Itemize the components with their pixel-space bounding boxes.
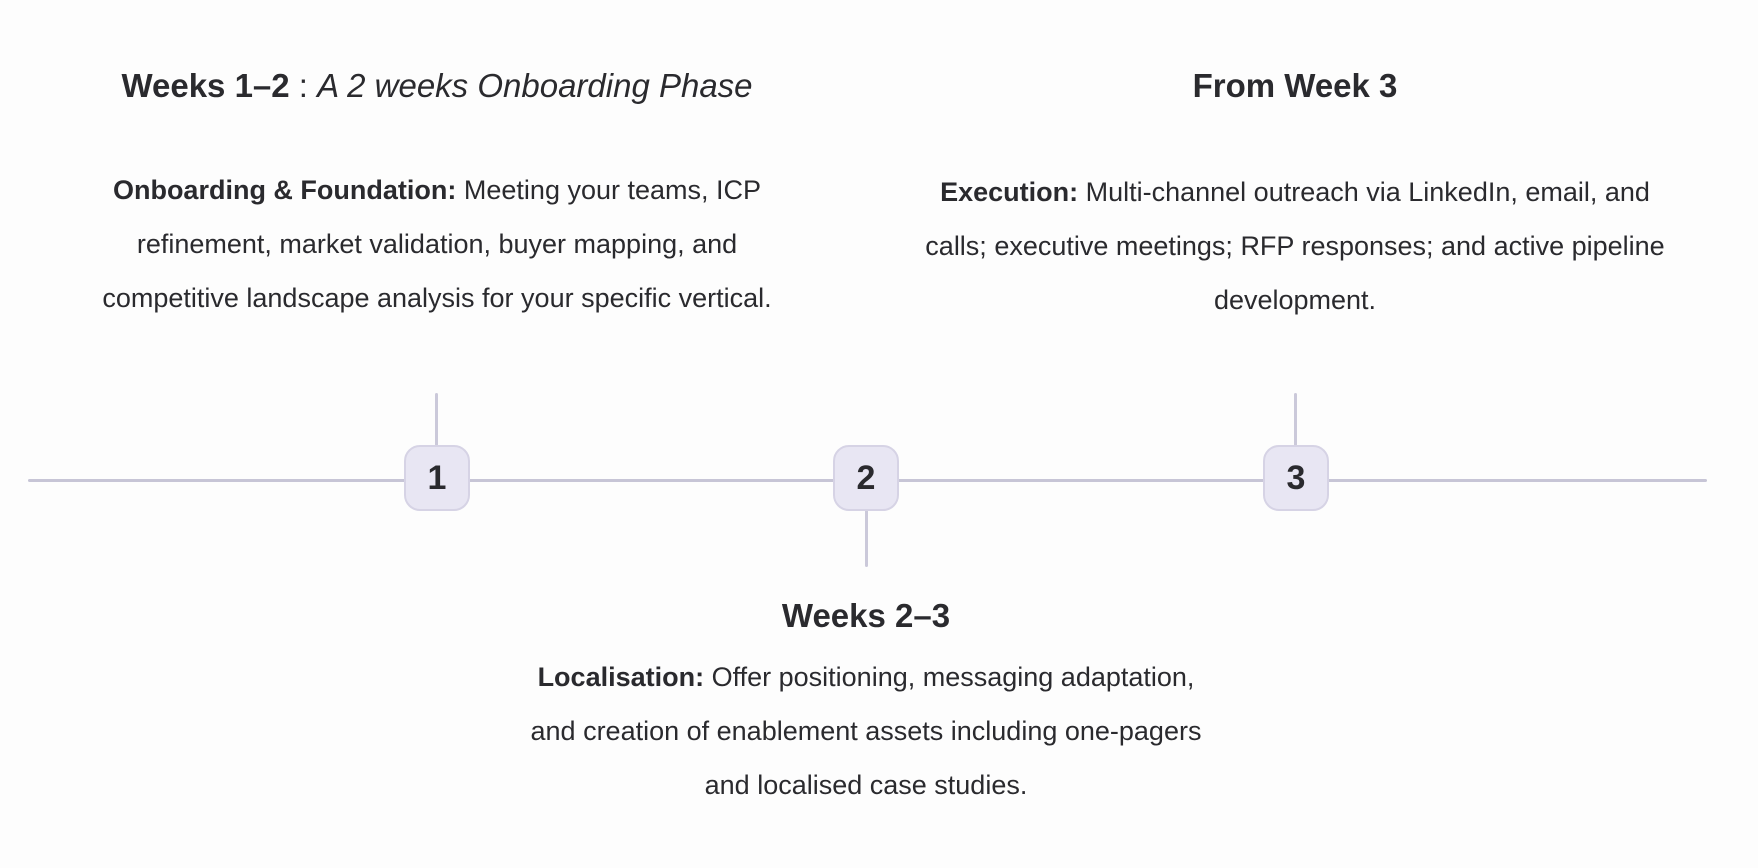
milestone-title-from-week-3: From Week 3 (1192, 67, 1398, 104)
connector-milestone-2 (865, 510, 868, 567)
milestone-number-2: 2 (856, 458, 876, 497)
milestone-lead-execution: Execution: (940, 177, 1079, 207)
milestone-number-1: 1 (427, 458, 447, 497)
milestone-body-localisation: Offer positioning, messaging adaptation,… (530, 662, 1202, 800)
milestone-title-weeks-1-2-subtitle: A 2 weeks Onboarding Phase (317, 67, 753, 104)
milestone-body-onboarding: Meeting your teams, ICP refinement, mark… (102, 175, 772, 313)
milestone-title-weeks-1-2-bold: Weeks 1–2 (121, 67, 290, 104)
connector-milestone-1 (435, 393, 438, 446)
connector-milestone-3 (1294, 393, 1297, 446)
milestone-marker-2: 2 (833, 445, 899, 511)
milestone-title-weeks-1-2: Weeks 1–2 : A 2 weeks Onboarding Phase (37, 66, 837, 106)
milestone-title-weeks-2-3: Weeks 2–3 (781, 597, 951, 634)
milestone-description-onboarding: Onboarding & Foundation: Meeting your te… (87, 163, 787, 325)
milestone-lead-localisation: Localisation: (537, 662, 705, 692)
milestone-title-separator: : (289, 67, 318, 104)
milestone-description-execution: Execution: Multi-channel outreach via Li… (925, 165, 1665, 327)
milestone-marker-1: 1 (404, 445, 470, 511)
milestone-marker-3: 3 (1263, 445, 1329, 511)
milestone-body-execution: Multi-channel outreach via LinkedIn, ema… (925, 177, 1665, 315)
milestone-description-localisation: Localisation: Offer positioning, messagi… (516, 650, 1216, 812)
milestone-number-3: 3 (1286, 458, 1306, 497)
milestone-lead-onboarding: Onboarding & Foundation: (112, 175, 457, 205)
